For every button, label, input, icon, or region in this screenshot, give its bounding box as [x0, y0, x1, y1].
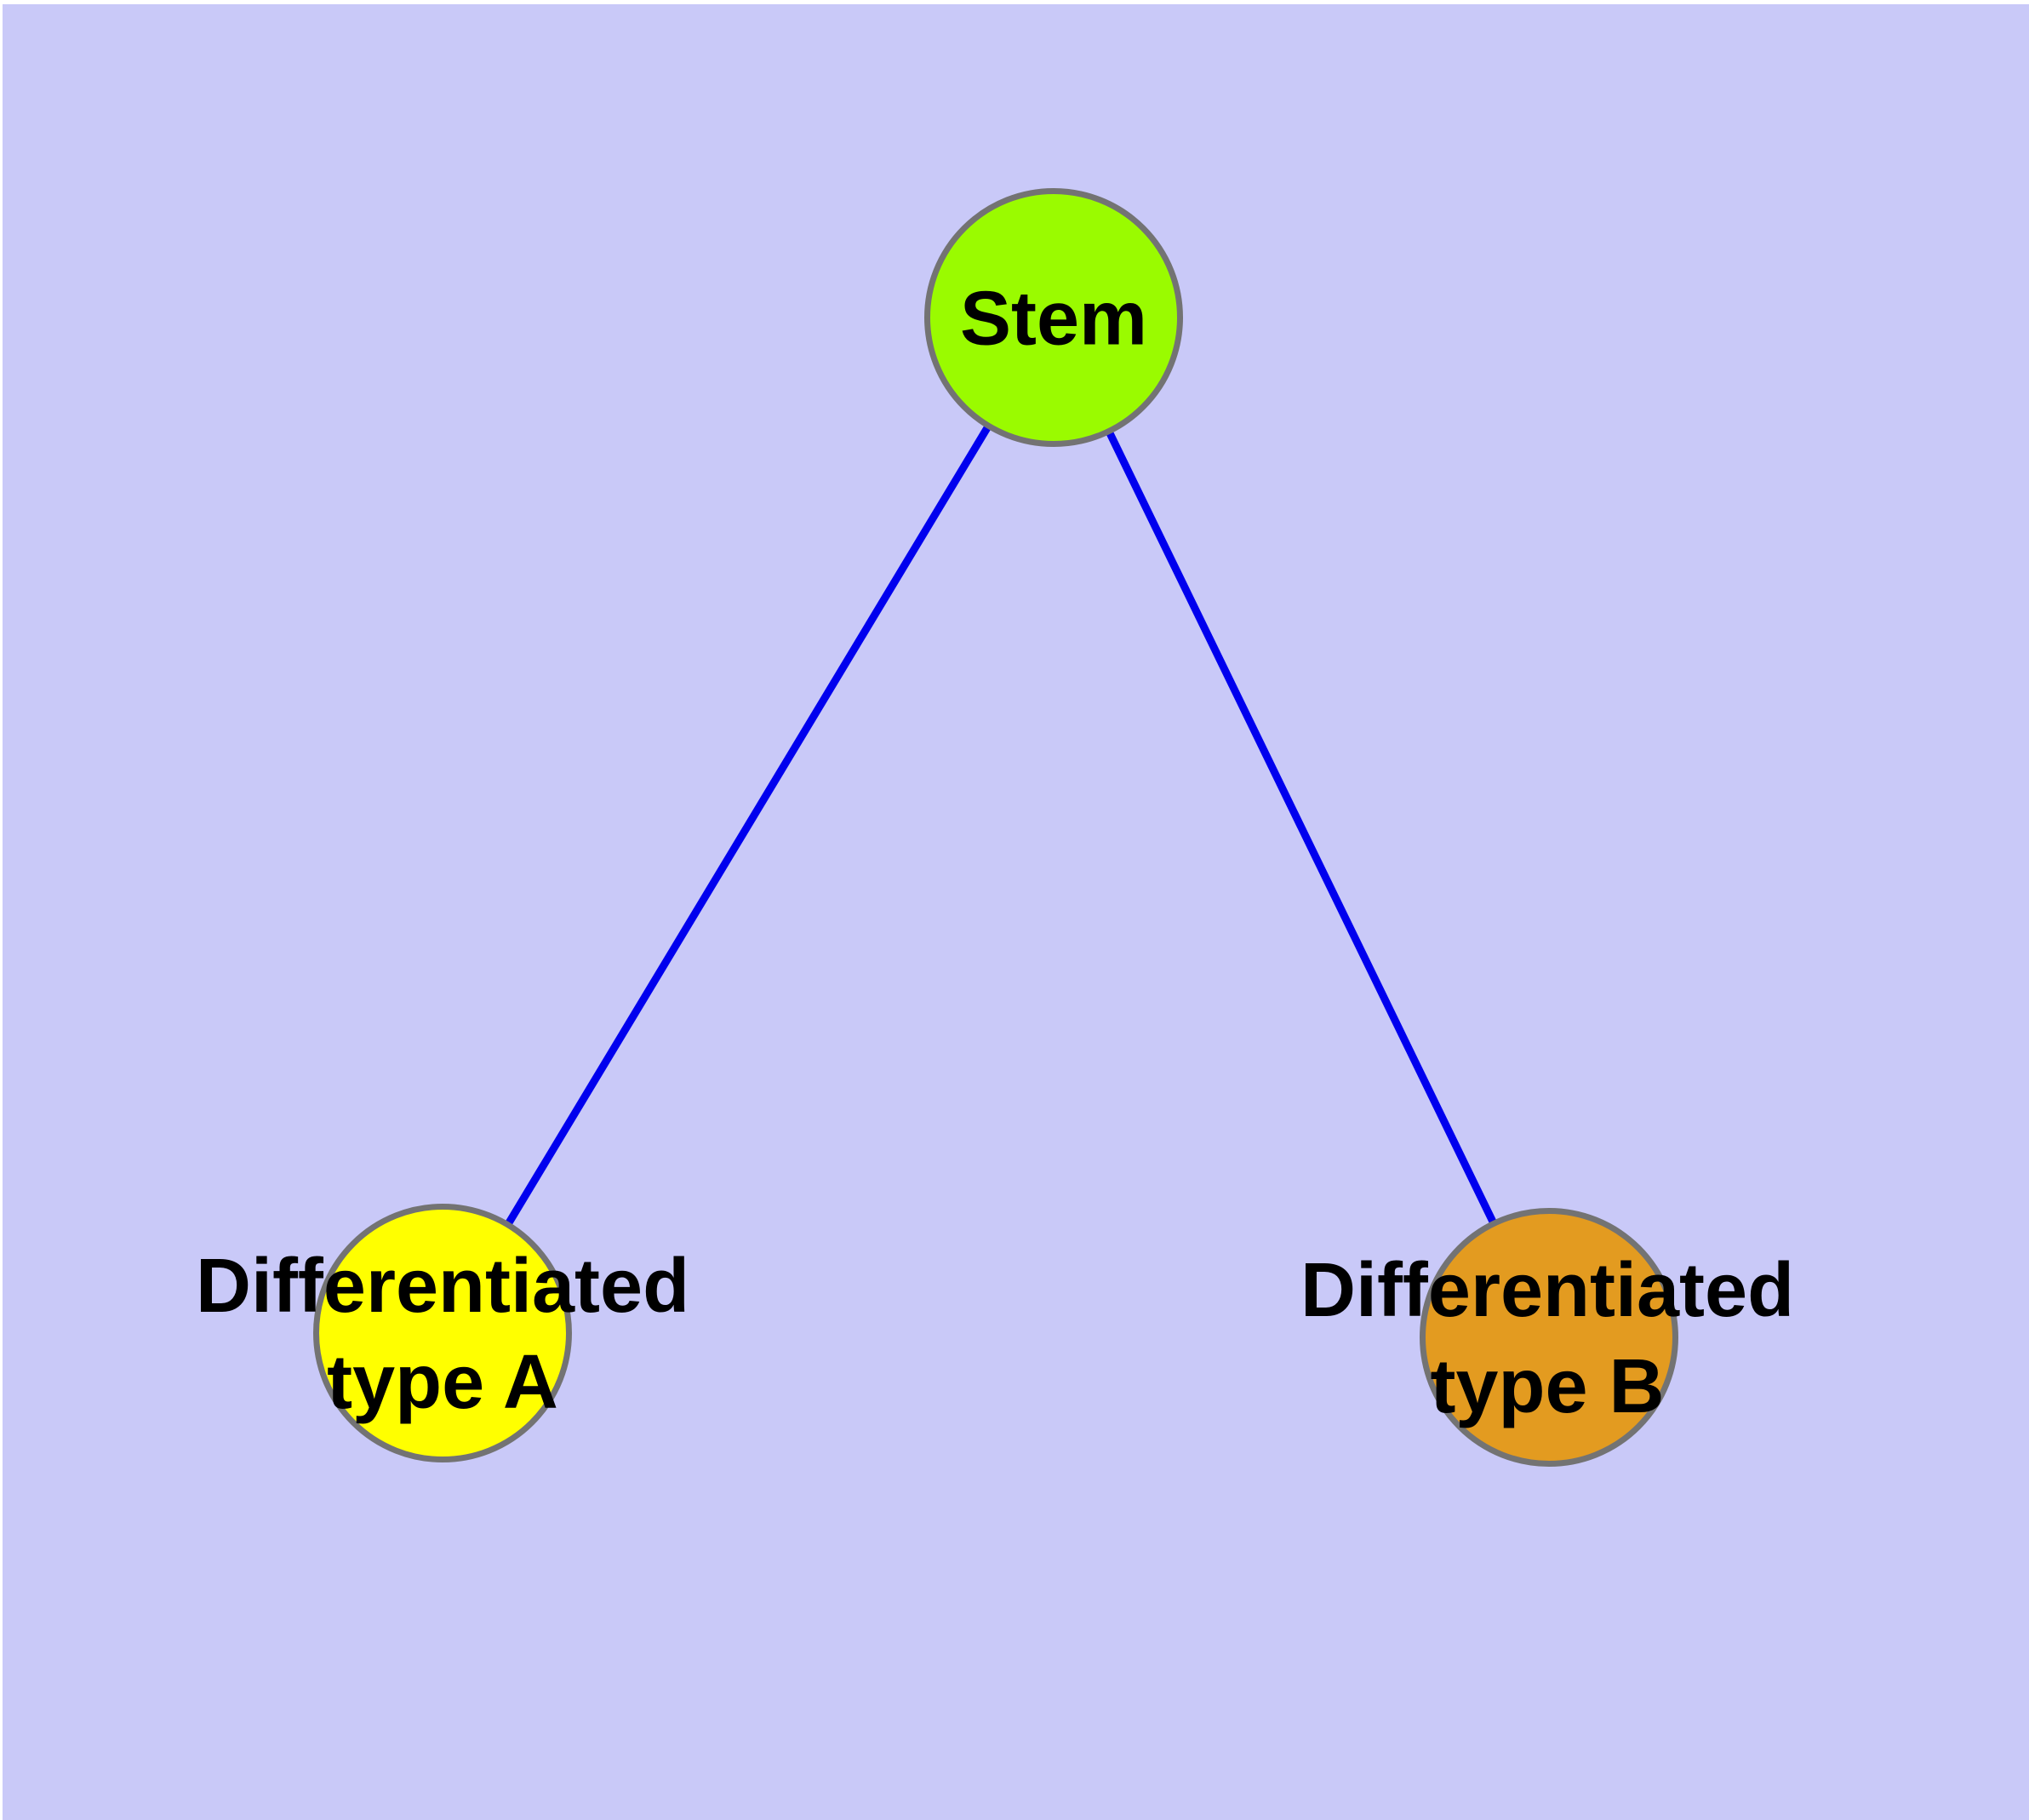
node-stem-circle — [924, 188, 1183, 447]
edge-stem-to-type-b — [1049, 316, 1553, 1339]
node-type-a-label: Differentiated type A — [195, 1244, 690, 1425]
node-type-b-circle — [1420, 1208, 1678, 1467]
node-type-b-label: Differentiated type B — [1300, 1248, 1795, 1429]
node-stem-label: Stem — [959, 276, 1148, 362]
edge-stem-to-type-a — [439, 315, 1057, 1336]
node-type-a-circle — [313, 1204, 572, 1462]
